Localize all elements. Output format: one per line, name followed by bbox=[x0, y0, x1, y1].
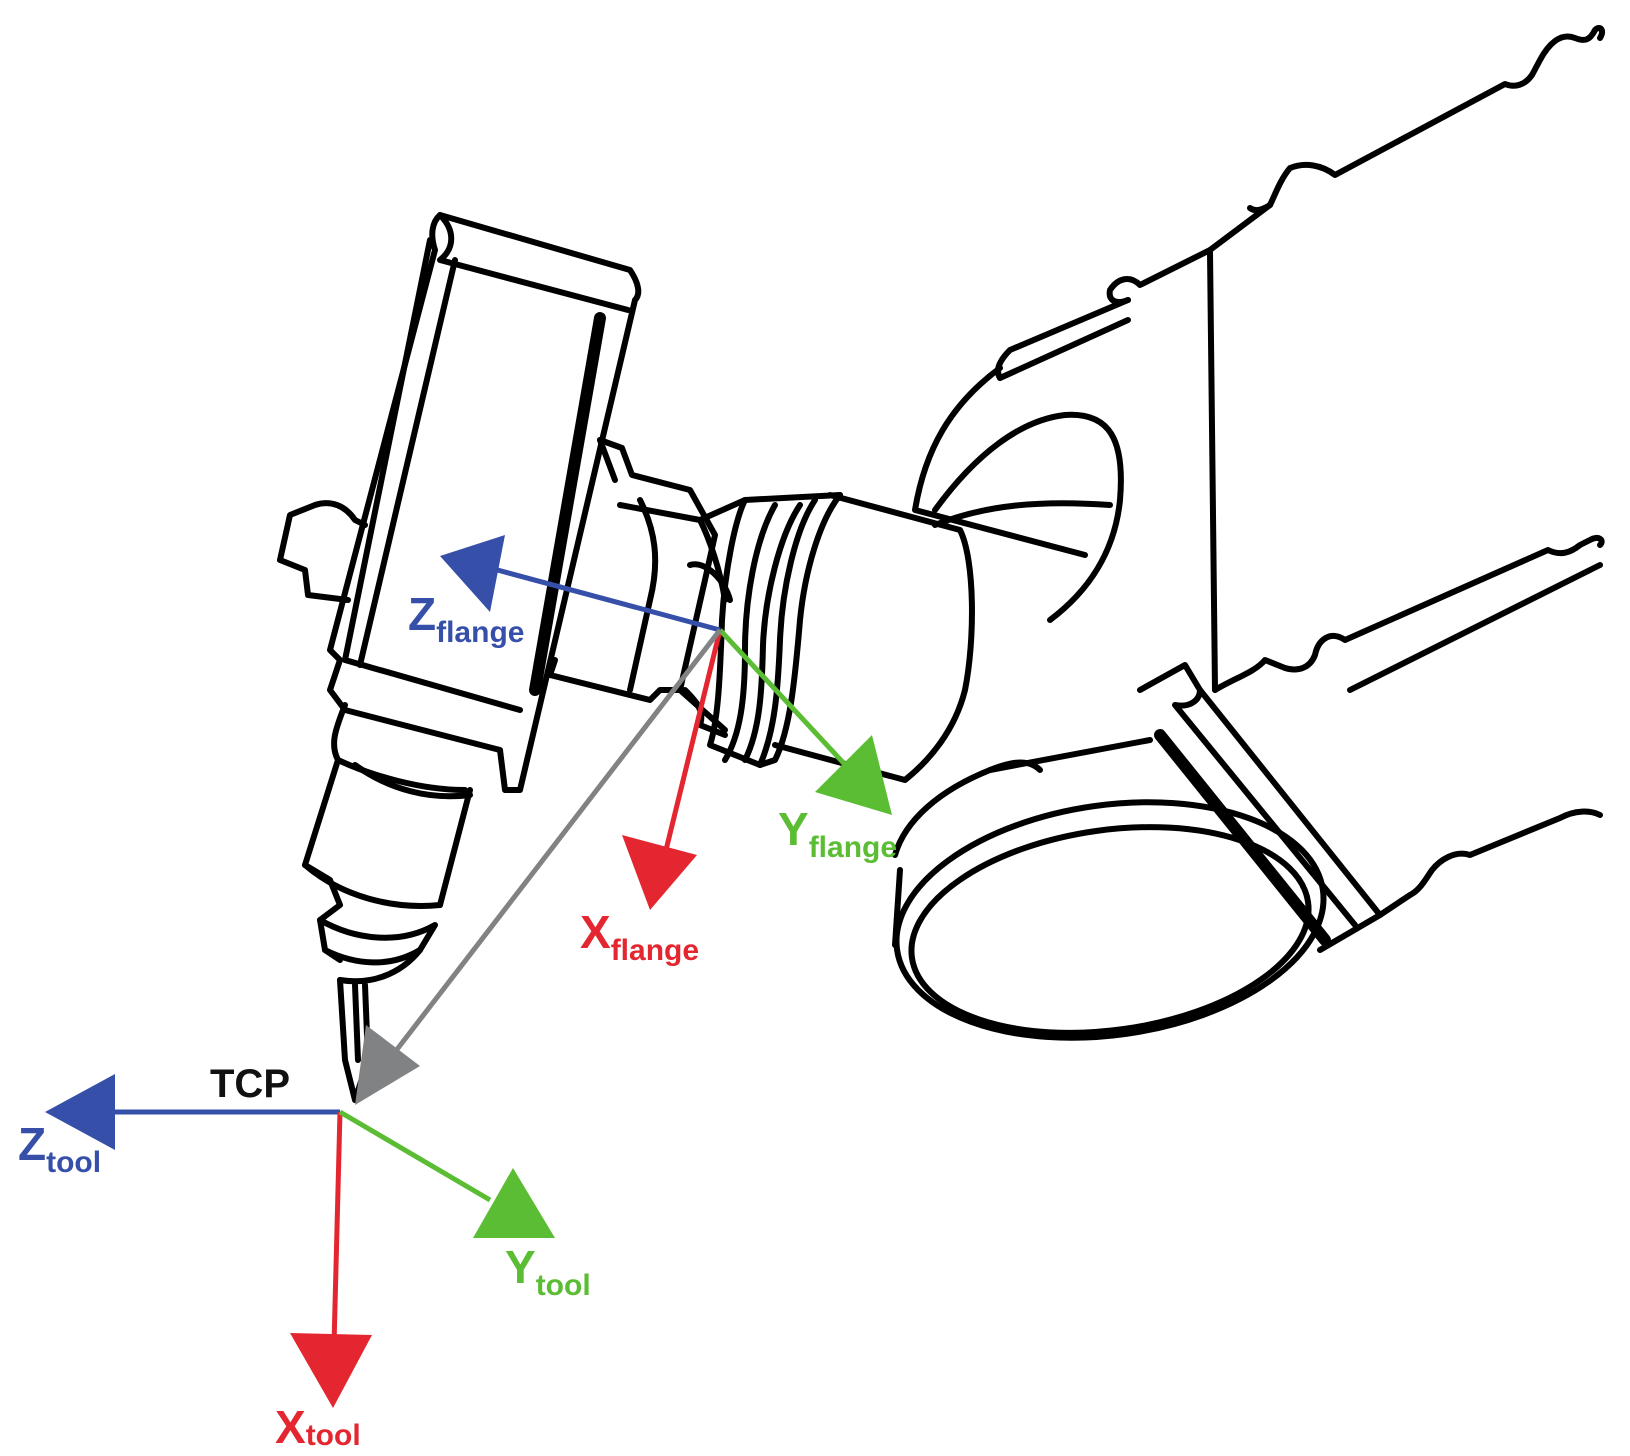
x-flange-label: Xflange bbox=[580, 906, 699, 967]
wrist-cylinder bbox=[775, 495, 972, 780]
z-flange-arrowhead bbox=[440, 535, 505, 612]
side-knob bbox=[280, 503, 365, 600]
x-tool-label: Xtool bbox=[275, 1401, 361, 1453]
x-tool-label-main: X bbox=[275, 1401, 306, 1453]
y-flange-label-main: Y bbox=[778, 803, 809, 855]
flange-to-tcp-vector bbox=[385, 630, 720, 1065]
x-flange-label-sub: flange bbox=[611, 934, 699, 967]
y-flange-label-sub: flange bbox=[809, 831, 897, 864]
z-flange-label-main: Z bbox=[408, 588, 436, 640]
y-tool-axis bbox=[340, 1112, 490, 1200]
tool-spindle-drawing bbox=[280, 215, 715, 1100]
x-flange-label-main: X bbox=[580, 906, 611, 958]
upper-arm-outline bbox=[1210, 28, 1602, 250]
z-flange-axis bbox=[490, 568, 720, 630]
x-tool-axis bbox=[334, 1112, 340, 1345]
tcp-label: TCP bbox=[210, 1062, 290, 1106]
y-tool-label-sub: tool bbox=[536, 1269, 591, 1302]
x-flange-arrowhead bbox=[622, 835, 697, 910]
y-flange-label: Yflange bbox=[778, 803, 897, 864]
y-tool-label-main: Y bbox=[505, 1241, 536, 1293]
lower-arm-outline bbox=[1215, 538, 1602, 690]
x-tool-label-sub: tool bbox=[306, 1419, 361, 1452]
y-tool-arrowhead bbox=[473, 1168, 555, 1238]
z-flange-label: Zflange bbox=[408, 588, 524, 649]
z-tool-arrowhead bbox=[45, 1074, 115, 1150]
z-tool-label-sub: tool bbox=[46, 1146, 101, 1179]
z-tool-label-main: Z bbox=[18, 1118, 46, 1170]
housing-dark-stripe bbox=[535, 318, 600, 690]
y-tool-label: Ytool bbox=[505, 1241, 591, 1302]
flange-to-tcp-arrowhead bbox=[355, 1025, 420, 1105]
robot-arm-drawing bbox=[881, 28, 1602, 1064]
tool-frame bbox=[45, 1074, 555, 1408]
x-tool-arrowhead bbox=[290, 1333, 372, 1408]
upper-arm-lower-edge bbox=[998, 300, 1128, 378]
z-flange-label-sub: flange bbox=[436, 616, 524, 649]
